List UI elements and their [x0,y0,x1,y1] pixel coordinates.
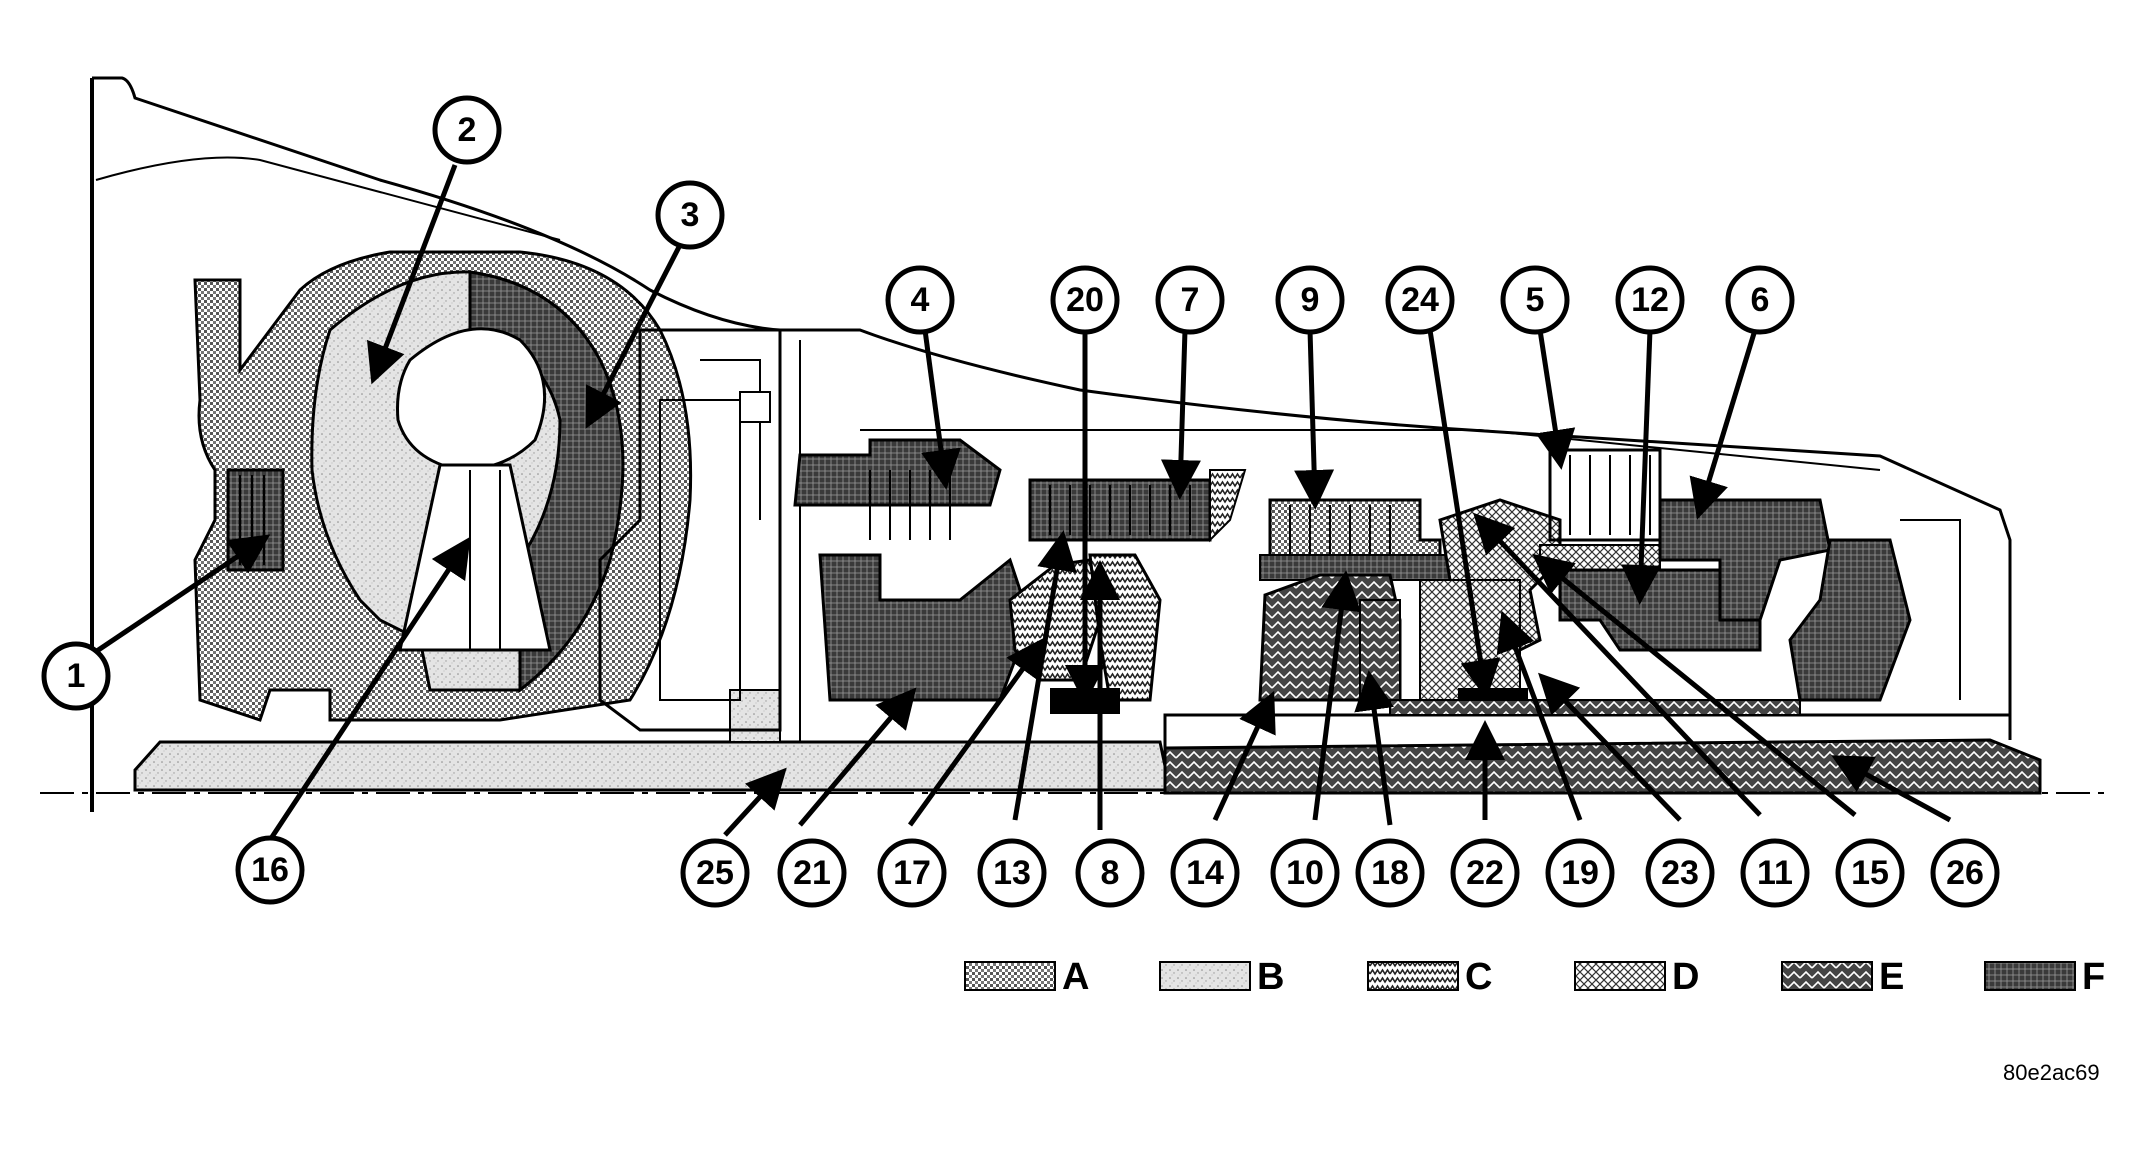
leader-6 [1689,329,1758,520]
leader-11 [1473,512,1762,817]
svg-text:E: E [1879,956,1904,998]
leader-2 [366,164,458,385]
callout-25: 25 [680,838,750,908]
svg-text:C: C [1465,956,1492,998]
callout-21: 21 [777,838,847,908]
leader-arrows [74,164,1952,842]
clutch-7 [1028,469,1247,543]
svg-text:24: 24 [1401,281,1439,319]
callout-26: 26 [1930,838,2000,908]
leader-26 [1831,755,1952,823]
leader-1 [74,534,271,668]
leader-15 [1532,553,1857,817]
callout-2: 2 [432,95,502,165]
callout-11: 11 [1740,838,1810,908]
svg-text:6: 6 [1751,281,1770,319]
callout-4: 4 [885,265,955,335]
front-clutch-pack [793,438,1032,702]
leader-21 [798,687,917,827]
callout-7: 7 [1155,265,1225,335]
svg-text:D: D [1672,956,1699,998]
svg-text:21: 21 [793,854,831,892]
svg-text:25: 25 [696,854,734,892]
callout-12: 12 [1615,265,1685,335]
torque-converter [193,250,693,722]
svg-text:7: 7 [1181,281,1200,319]
leader-7 [1160,329,1201,500]
callout-1: 1 [41,641,111,711]
leader-5 [1535,329,1576,470]
callouts: 1 2 3 4 5 6 7 8 9 10 11 12 13 14 15 16 1… [41,95,2000,908]
callout-16: 16 [235,835,305,905]
callout-18: 18 [1355,838,1425,908]
image-id-label: 80e2ac69 [2003,1060,2100,1085]
input-shaft [133,689,1172,792]
svg-text:A: A [1062,956,1089,998]
callout-15: 15 [1835,838,1905,908]
legend-item-a: A [964,956,1089,998]
callout-24: 24 [1385,265,1455,335]
svg-text:2: 2 [458,111,477,149]
leader-4 [921,329,961,490]
clutch-12-and-6 [1558,498,1961,702]
svg-text:11: 11 [1757,854,1793,892]
svg-text:10: 10 [1286,854,1324,892]
leader-18 [1354,670,1394,826]
callout-9: 9 [1275,265,1345,335]
leader-17 [907,636,1046,827]
leader-23 [1538,672,1682,822]
svg-text:4: 4 [911,281,930,319]
svg-text:F: F [2082,956,2105,998]
callout-23: 23 [1645,838,1715,908]
legend: A B C D E F [964,956,2105,998]
clutch-9 [1259,498,1461,581]
svg-text:1: 1 [67,657,86,695]
svg-text:13: 13 [993,854,1031,892]
leader-12 [1621,329,1662,605]
legend-item-e: E [1781,956,1904,998]
svg-text:8: 8 [1101,854,1120,892]
callout-6: 6 [1725,265,1795,335]
svg-text:5: 5 [1526,281,1545,319]
svg-text:15: 15 [1851,854,1889,892]
svg-text:14: 14 [1186,854,1224,892]
legend-item-b: B [1159,956,1284,998]
svg-text:B: B [1257,956,1284,998]
leader-3 [585,243,683,429]
svg-text:17: 17 [893,854,931,892]
svg-text:16: 16 [251,851,289,889]
callout-20: 20 [1050,265,1120,335]
legend-item-f: F [1984,956,2105,998]
callout-10: 10 [1270,838,1340,908]
oil-pump [598,328,782,732]
svg-text:26: 26 [1946,854,1984,892]
leader-14 [1212,690,1276,822]
svg-text:23: 23 [1661,854,1699,892]
leader-9 [1294,329,1335,510]
leader-16 [267,536,471,842]
callout-17: 17 [877,838,947,908]
svg-text:12: 12 [1631,281,1669,319]
callout-13: 13 [977,838,1047,908]
leader-24 [1427,329,1501,700]
callout-19: 19 [1545,838,1615,908]
svg-text:9: 9 [1301,281,1320,319]
leader-10 [1312,570,1362,821]
leader-25 [723,767,787,837]
legend-item-c: C [1367,956,1492,998]
callout-5: 5 [1500,265,1570,335]
callout-8: 8 [1075,838,1145,908]
callout-14: 14 [1170,838,1240,908]
callout-22: 22 [1450,838,1520,908]
svg-text:3: 3 [681,196,700,234]
svg-text:19: 19 [1561,854,1599,892]
leader-19 [1496,610,1583,821]
legend-item-d: D [1574,956,1699,998]
svg-text:20: 20 [1066,281,1104,319]
output-shaft [1163,699,2042,795]
svg-text:18: 18 [1371,854,1409,892]
svg-text:22: 22 [1466,854,1504,892]
callout-3: 3 [655,180,725,250]
